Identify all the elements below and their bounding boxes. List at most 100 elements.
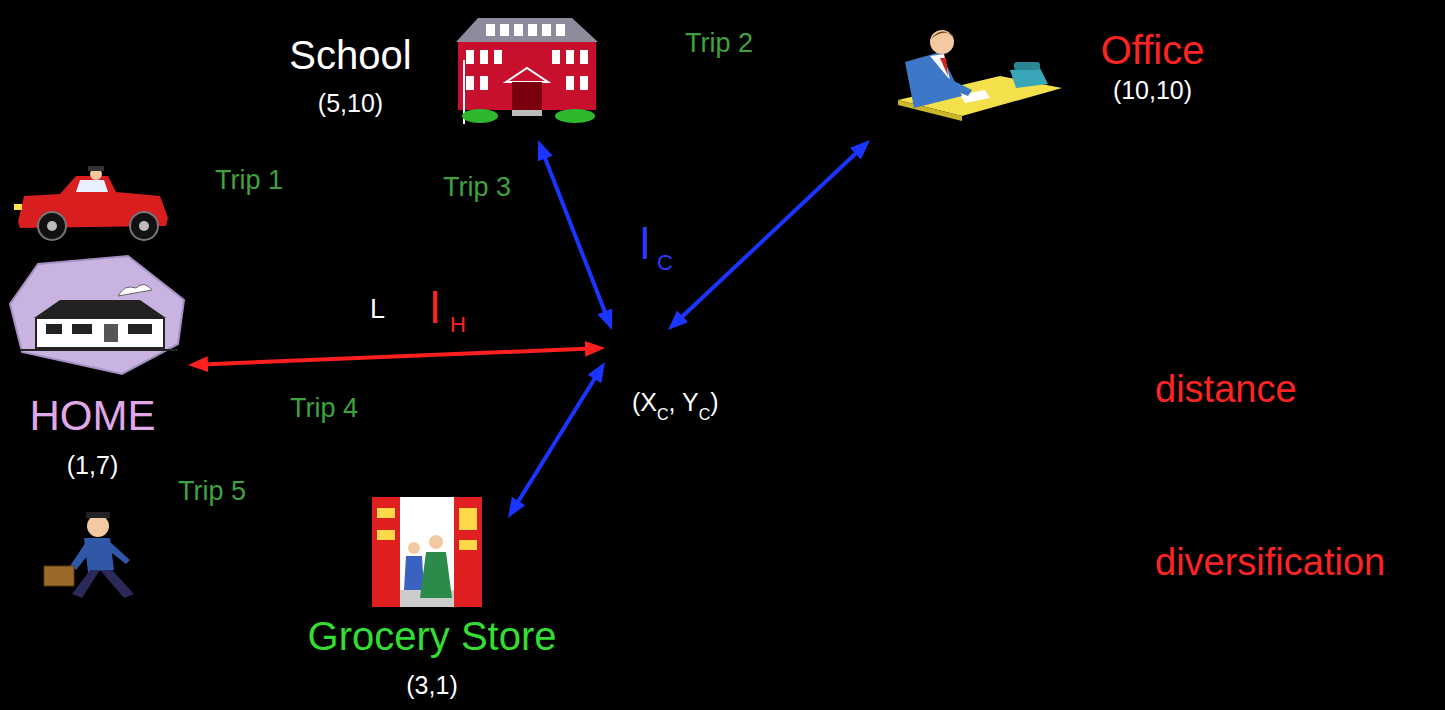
- walking-man-icon-part: [87, 515, 109, 537]
- grocery-icon-part: [429, 535, 443, 549]
- trip-arrow: [541, 147, 609, 322]
- walking-man-icon-part: [100, 570, 134, 598]
- trip-label: Trip 1: [215, 167, 283, 194]
- place-office: Office (10,10): [870, 20, 1222, 140]
- car-icon-part: [76, 180, 108, 192]
- trip-label: Trip 5: [178, 478, 246, 505]
- place-home: HOME (1,7): [10, 255, 188, 490]
- center-coordinate: ): [710, 388, 718, 416]
- office-icon-part: [930, 31, 954, 40]
- school-icon-part: [456, 18, 598, 42]
- coordinate-label: (1,7): [10, 453, 175, 478]
- car-icon-part: [139, 221, 149, 231]
- school-icon-part: [555, 109, 595, 123]
- office-icon-part: [1014, 62, 1040, 70]
- grocery-icon-part: [408, 542, 420, 554]
- trip-arrow: [674, 145, 864, 324]
- grocery-icon-part: [404, 556, 424, 590]
- school-icon-part: [512, 82, 542, 110]
- length-letter: L: [370, 296, 385, 323]
- place-name: Grocery Store: [262, 616, 602, 656]
- trip-arrow: [512, 369, 601, 511]
- grocery-icon-part: [459, 508, 477, 530]
- school-icon-part: [466, 50, 474, 64]
- length-subscript: H: [450, 314, 466, 336]
- place-name: HOME: [10, 395, 175, 437]
- walking-man-icon-part: [86, 512, 110, 518]
- school-icon-part: [458, 42, 596, 110]
- coordinate-label: (5,10): [268, 91, 433, 116]
- grocery-icon-part: [377, 508, 395, 518]
- trip-label: Trip 4: [290, 395, 358, 422]
- coordinate-label: (3,1): [262, 673, 602, 698]
- walking-man-icon-part: [72, 570, 100, 598]
- car-icon-part: [14, 204, 22, 210]
- office-icon-part: [930, 54, 950, 80]
- length-symbol: l: [430, 286, 440, 330]
- coordinate-label: (10,10): [1085, 78, 1220, 103]
- office-icon-part: [905, 52, 962, 108]
- grocery-icon-part: [459, 540, 477, 550]
- school-icon-part: [462, 109, 498, 123]
- text-line: (XC, YC): [632, 390, 719, 415]
- home-icon-part: [118, 284, 152, 296]
- school-icon-part: [486, 24, 495, 36]
- school-icon: [456, 18, 598, 124]
- car-icon-part: [38, 212, 66, 240]
- car-icon-part: [88, 166, 104, 171]
- office-icon-part: [940, 58, 948, 76]
- place-name: Office: [1085, 30, 1220, 70]
- place-grocery: Grocery Store (3,1): [262, 518, 604, 708]
- trip-label: Trip 3: [443, 174, 511, 201]
- school-icon-part: [528, 24, 537, 36]
- school-icon-part: [500, 24, 509, 36]
- walking-man-icon: [44, 512, 134, 598]
- school-icon-part: [552, 50, 560, 64]
- car-icon: [14, 166, 168, 240]
- center-point: (XC, YC): [605, 330, 780, 430]
- school-icon-part: [542, 24, 551, 36]
- car-icon-part: [47, 221, 57, 231]
- school-icon-part: [566, 76, 574, 90]
- criterion-label: distance: [1155, 370, 1297, 408]
- home-icon-part: [34, 300, 166, 318]
- grocery-icon-part: [420, 552, 452, 598]
- center-coordinate: (X: [632, 388, 657, 416]
- walking-man-icon-part: [108, 542, 130, 564]
- length-symbol: l: [640, 222, 650, 266]
- office-icon: [898, 30, 1062, 121]
- walking-man-icon-part: [44, 566, 74, 586]
- school-icon-part: [566, 50, 574, 64]
- school-icon-part: [466, 76, 474, 90]
- office-icon-part: [1010, 68, 1048, 88]
- grocery-icon: [372, 497, 482, 607]
- school-icon-part: [514, 24, 523, 36]
- walking-man-icon-part: [84, 538, 114, 572]
- school-icon-part: [512, 110, 542, 116]
- school-icon-part: [556, 24, 565, 36]
- home-icon-part: [36, 318, 164, 348]
- school-icon-part: [494, 50, 502, 64]
- school-icon-part: [480, 76, 488, 90]
- grocery-icon-part: [377, 530, 395, 540]
- school-icon-part: [580, 76, 588, 90]
- criterion-label: diversification: [1155, 543, 1385, 581]
- grocery-icon-part: [454, 497, 482, 607]
- length-subscript: C: [657, 252, 673, 274]
- grocery-icon-part: [372, 497, 400, 607]
- home-icon-part: [104, 324, 118, 342]
- school-icon-part: [506, 68, 548, 82]
- center-coordinate: , Y: [669, 388, 699, 416]
- place-name: School: [268, 35, 433, 75]
- home-icon-part: [128, 324, 152, 334]
- home-icon-part: [46, 324, 62, 334]
- subscript: C: [699, 406, 711, 423]
- grocery-icon-part: [372, 497, 482, 607]
- school-icon-part: [580, 50, 588, 64]
- trip-label: Trip 2: [685, 30, 753, 57]
- home-icon-part: [10, 256, 184, 374]
- trip-arrow: [196, 348, 597, 364]
